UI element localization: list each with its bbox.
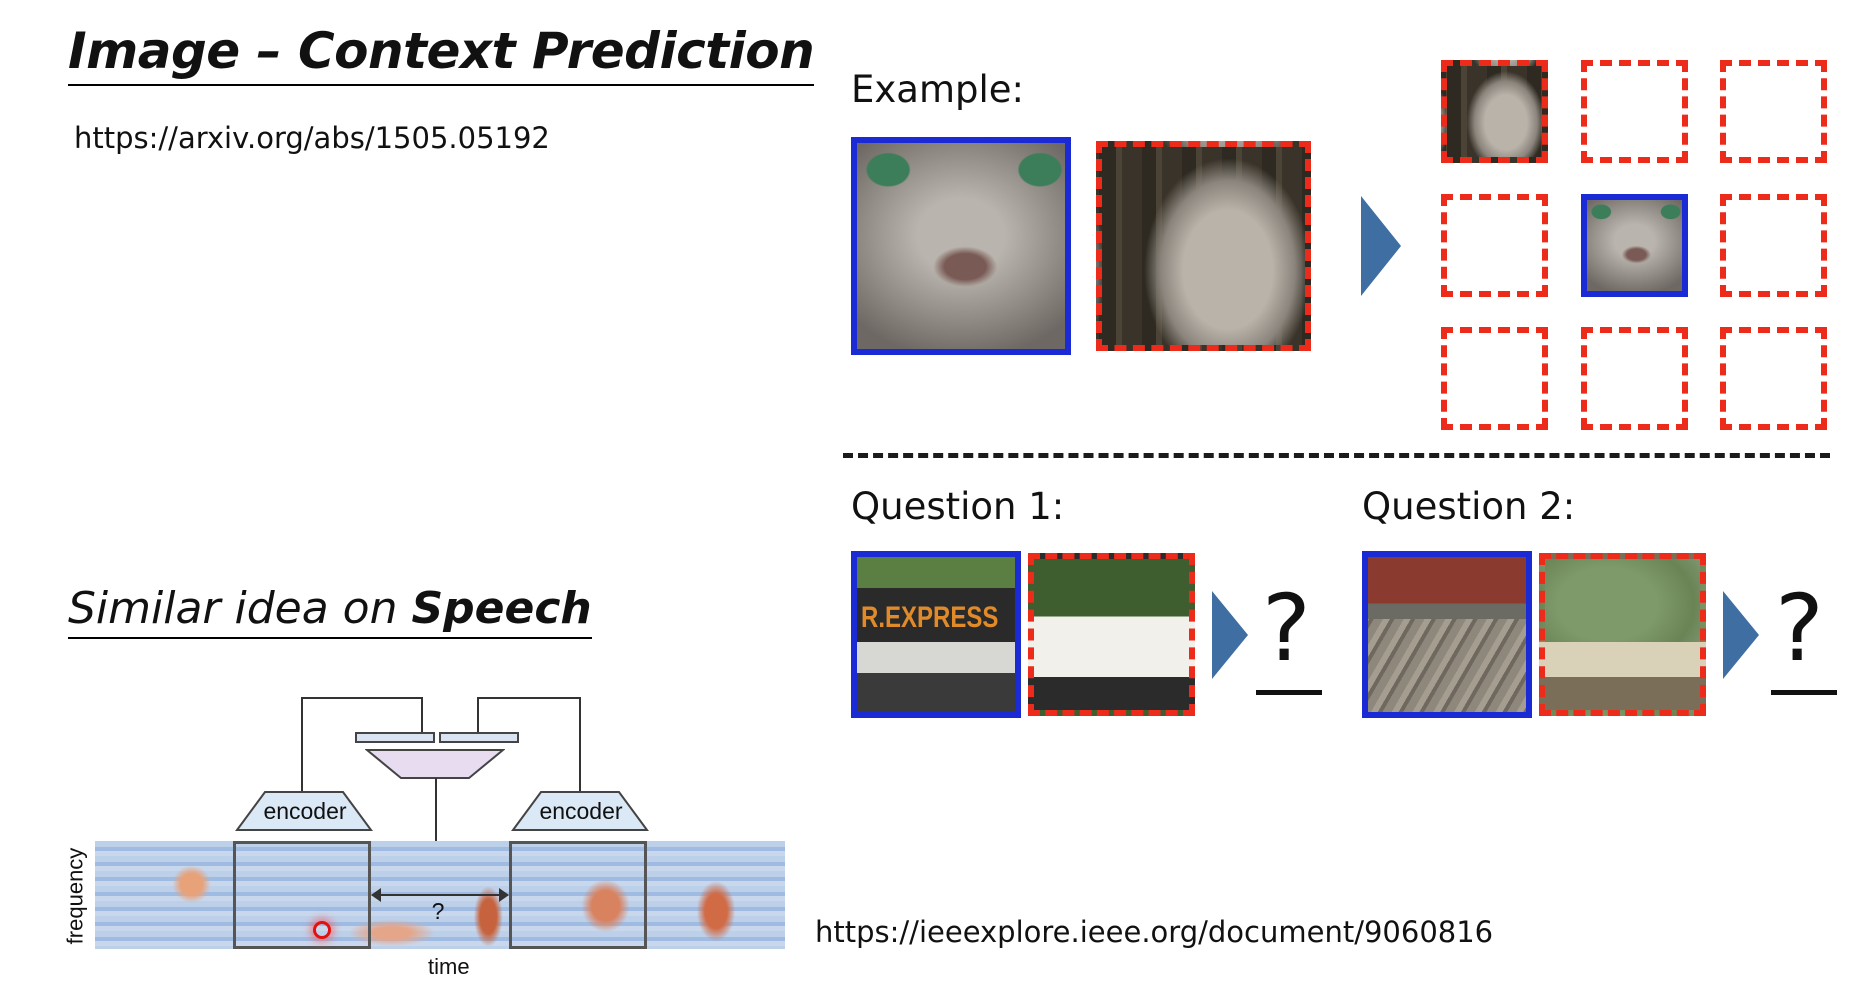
question2-arrow-icon <box>1723 591 1759 679</box>
example-center-patch <box>851 137 1071 355</box>
gap-arrow-left-head-icon <box>371 888 381 902</box>
y-axis-label: frequency <box>62 847 88 945</box>
question2-context-patch <box>1539 553 1706 716</box>
question2-center-patch <box>1362 551 1532 718</box>
question2-answer-line <box>1771 690 1837 695</box>
gap-question: ? <box>431 898 445 924</box>
ieee-reference-link[interactable]: https://ieeexplore.ieee.org/document/906… <box>815 915 1494 949</box>
x-axis-label: time <box>428 954 470 979</box>
grid-slot-top-left-filled <box>1441 60 1548 163</box>
right-encoder-block <box>511 791 649 831</box>
question2-label: Question 2: <box>1362 485 1576 528</box>
question2-mark: ? <box>1775 575 1824 682</box>
question1-mark: ? <box>1262 575 1311 682</box>
example-context-patch <box>1096 141 1311 351</box>
connector-right-drop <box>477 697 479 732</box>
grid-slot-top-center <box>1581 60 1688 163</box>
left-embedding-bar <box>355 732 435 743</box>
arxiv-reference-link[interactable]: https://arxiv.org/abs/1505.05192 <box>74 121 550 155</box>
speech-subtitle: Similar idea on Speech <box>68 583 592 639</box>
question1-answer-line <box>1256 690 1322 695</box>
question1-center-patch: R.EXPRESS <box>851 551 1021 718</box>
connector-left-drop <box>421 697 423 732</box>
gap-arrow-right-head-icon <box>499 888 509 902</box>
right-segment-box <box>509 841 647 949</box>
bus-sign-text: R.EXPRESS <box>861 601 999 634</box>
right-encoder-label: encoder <box>539 798 623 824</box>
left-encoder-block <box>235 791 373 831</box>
subtitle-plain: Similar idea on <box>68 583 412 634</box>
subtitle-bold: Speech <box>411 583 592 634</box>
classifier-block <box>365 749 505 779</box>
grid-slot-bottom-center <box>1581 327 1688 430</box>
grid-slot-middle-left <box>1441 194 1548 297</box>
position-marker-icon <box>313 921 331 939</box>
question1-label: Question 1: <box>851 485 1065 528</box>
figure-divider <box>843 453 1830 458</box>
left-encoder-label: encoder <box>263 798 347 824</box>
connector-left-top <box>301 697 423 699</box>
connector-right-vertical <box>579 697 581 793</box>
grid-slot-middle-right <box>1720 194 1827 297</box>
connector-right-top <box>477 697 581 699</box>
question1-context-patch <box>1028 553 1195 716</box>
grid-slot-bottom-left <box>1441 327 1548 430</box>
grid-slot-top-right <box>1720 60 1827 163</box>
grid-slot-bottom-right <box>1720 327 1827 430</box>
grid-slot-center-patch <box>1581 194 1688 297</box>
example-label: Example: <box>851 68 1024 111</box>
connector-left-vertical <box>301 697 303 793</box>
speech-figure: encoder encoder ? time frequency <box>55 690 795 990</box>
left-segment-box <box>233 841 371 949</box>
right-embedding-bar <box>439 732 519 743</box>
example-arrow-icon <box>1361 196 1401 296</box>
question1-arrow-icon <box>1212 591 1248 679</box>
slide-title: Image – Context Prediction <box>68 22 815 86</box>
gap-arrow-line <box>373 894 507 896</box>
